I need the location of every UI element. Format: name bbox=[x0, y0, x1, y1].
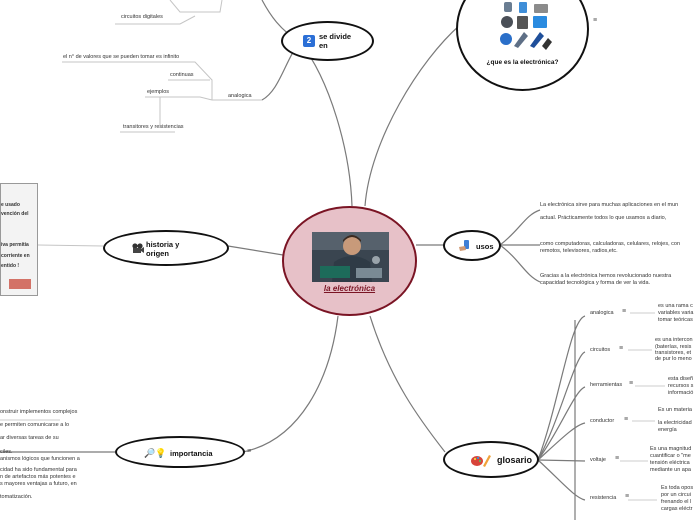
glosario-def: Es un materia bbox=[658, 407, 692, 413]
node-historia-y-origen[interactable]: historia y origen bbox=[103, 230, 229, 266]
leaf-infinito: el n° de valores que se pueden tomar es … bbox=[63, 54, 180, 60]
glosario-def: tensión eléctrica bbox=[650, 460, 690, 466]
node-label: usos bbox=[476, 242, 494, 251]
glosario-def: recursos s bbox=[668, 383, 694, 389]
node-usos[interactable]: usos bbox=[443, 230, 501, 261]
hamburger-menu-icon[interactable]: ≡ bbox=[625, 493, 630, 500]
glosario-def: cargas eléctr bbox=[661, 506, 693, 512]
usos-text-2b: remotos, televisores, radios,etc. bbox=[540, 248, 618, 254]
glosario-def: informació bbox=[668, 390, 694, 396]
hamburger-menu-icon[interactable]: ≡ bbox=[619, 345, 624, 352]
glosario-term-conductor: conductor bbox=[590, 418, 615, 424]
hamburger-menu-icon[interactable]: ≡ bbox=[629, 380, 634, 387]
glosario-def: cuantificar o "me bbox=[650, 453, 691, 459]
leaf-analogica: analogica bbox=[228, 93, 252, 99]
glosario-def: variables varia bbox=[658, 310, 694, 316]
usos-text-2a: como computadoras, calculadoras, celular… bbox=[540, 241, 681, 247]
electronic-devices-icon bbox=[500, 2, 552, 50]
glosario-def: la electricidad bbox=[658, 420, 692, 426]
node-label: glosario bbox=[497, 455, 533, 465]
glosario-def: (baterías, resis bbox=[655, 344, 692, 350]
central-photo bbox=[312, 232, 389, 282]
usos-text-1b: actual. Prácticamente todos lo que usamo… bbox=[540, 215, 667, 221]
hamburger-menu-icon[interactable]: ≡ bbox=[622, 308, 627, 315]
glosario-def: mediante un apa bbox=[650, 467, 691, 473]
glosario-def: Es toda opos bbox=[661, 485, 694, 491]
hamburger-menu-icon[interactable]: ≡ bbox=[247, 448, 252, 455]
usos-text-3b: capacidad tecnológica y forma de ver la … bbox=[540, 280, 651, 286]
node-se-divide-en[interactable]: 2 se divide en bbox=[281, 21, 374, 61]
magnifier-lightbulb-icon: 🔎💡 bbox=[144, 448, 167, 458]
glosario-def: es una intercon bbox=[655, 337, 693, 343]
leaf-circuitos-digitales: circuitos digitales bbox=[121, 14, 163, 20]
leaf-transistores: transitores y resistencias bbox=[123, 124, 184, 130]
central-title: la electrónica bbox=[323, 284, 376, 293]
node-glosario[interactable]: glosario bbox=[443, 441, 539, 478]
importancia-text-8: s mayores ventajas a futuro, en bbox=[0, 481, 77, 487]
glosario-def: es una rama c bbox=[658, 303, 693, 309]
node-label: se divide en bbox=[319, 32, 352, 50]
glosario-def: esta diseñ bbox=[668, 376, 694, 382]
usos-text-3a: Gracias a la electrónica hemos revolucio… bbox=[540, 273, 672, 279]
importancia-text-9: tomatización. bbox=[0, 494, 33, 500]
importancia-text-6: cidad ha sido fundamental para bbox=[0, 467, 77, 473]
leaf-continuas: continuas bbox=[170, 72, 194, 78]
importancia-text-5: anismos lógicos que funcionen a bbox=[0, 456, 80, 462]
importancia-text-4: ciles. bbox=[0, 449, 13, 455]
glosario-def: transistores, et bbox=[655, 350, 692, 356]
glosario-def: por un circui bbox=[661, 492, 691, 498]
importancia-text-7: n de artefactos más potentes e bbox=[0, 474, 76, 480]
glosario-term-voltaje: voltaje bbox=[590, 457, 606, 463]
historia-image: e usado vención del iva permitía corrien… bbox=[0, 183, 38, 296]
glosario-term-analogica: analogica bbox=[590, 310, 614, 316]
number-2-badge-icon: 2 bbox=[303, 35, 315, 47]
hamburger-menu-icon[interactable]: ≡ bbox=[624, 416, 629, 423]
glosario-def: frenando el l bbox=[661, 499, 692, 505]
node-label: ¿que es la electrónica? bbox=[486, 59, 559, 66]
leaf-ejemplos: ejemplos bbox=[147, 89, 170, 95]
central-topic[interactable]: la electrónica bbox=[282, 206, 417, 316]
glosario-term-herramientas: herramientas bbox=[590, 382, 623, 388]
phone-in-hand-icon bbox=[459, 240, 469, 251]
importancia-text-3: ar diversas tareas de su bbox=[0, 435, 59, 441]
node-label: historia y origen bbox=[146, 240, 180, 258]
paint-palette-pencil-icon bbox=[471, 455, 491, 467]
glosario-term-circuitos: circuitos bbox=[590, 347, 611, 353]
glosario-def: de pur lo meno bbox=[655, 356, 692, 362]
hamburger-menu-icon[interactable]: ≡ bbox=[593, 17, 598, 24]
glosario-def: tomar teóricas bbox=[658, 317, 693, 323]
film-projector-icon bbox=[132, 243, 144, 253]
usos-text-1a: La electrónica sirve para muchas aplicac… bbox=[540, 202, 679, 208]
logo-icon bbox=[9, 279, 31, 289]
hamburger-menu-icon[interactable]: ≡ bbox=[615, 455, 620, 462]
glosario-def: energía bbox=[658, 427, 677, 433]
glosario-term-resistencia: resistencia bbox=[590, 495, 617, 501]
node-importancia[interactable]: 🔎💡 importancia bbox=[115, 436, 245, 468]
node-label: importancia bbox=[170, 449, 213, 458]
importancia-text-2: e permiten comunicarse a lo bbox=[0, 422, 70, 428]
glosario-def: Es una magnitud bbox=[650, 446, 692, 452]
importancia-text-1: onstruir implementos complejos bbox=[0, 409, 78, 415]
